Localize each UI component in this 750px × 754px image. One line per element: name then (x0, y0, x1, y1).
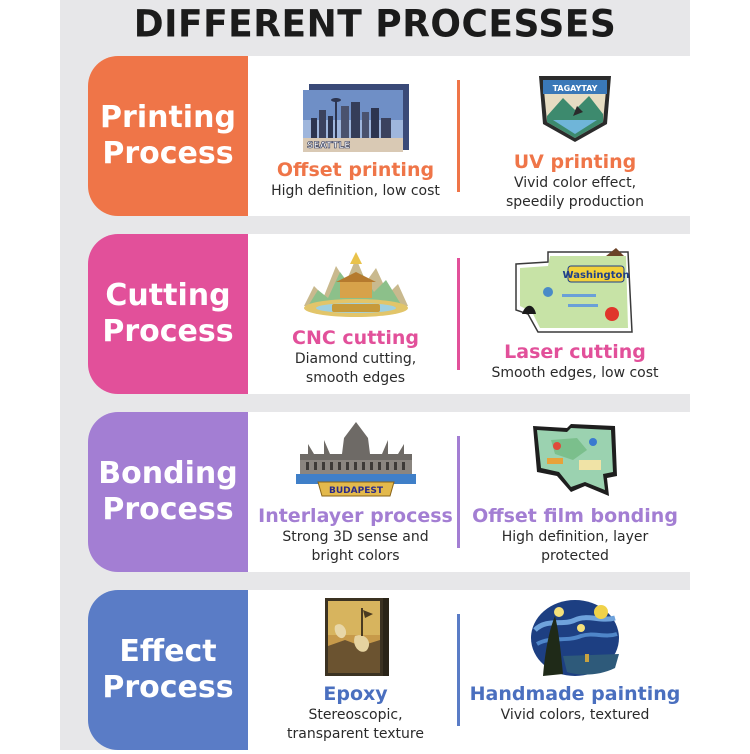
epoxy-desc-1: Stereoscopic, (308, 707, 403, 723)
temple-magnet-image (296, 238, 416, 322)
tab-label-line1: Bonding (98, 456, 238, 491)
uv-printing-desc-2: speedily production (506, 194, 644, 210)
effect-process-tab: Effect Process (88, 590, 248, 750)
tab-label-line2: Process (102, 670, 234, 705)
laser-cutting-label: Laser cutting (504, 341, 646, 363)
laser-cutting-desc-1: Smooth edges, low cost (491, 365, 659, 381)
offset-film-bonding-desc-1: High definition, layer (501, 529, 649, 545)
uv-printing-desc-1: Vivid color effect, (513, 175, 637, 191)
divider (457, 80, 460, 192)
bonding-process-row: Bonding Process BUDAPEST (88, 412, 690, 572)
tab-label-line2: Process (102, 136, 234, 171)
divider (457, 614, 460, 726)
starry-night-magnet-image (529, 594, 621, 678)
epoxy-desc-2: transparent texture (287, 726, 424, 742)
washington-magnet-text: Washington (563, 270, 630, 281)
offset-printing-desc-1: High definition, low cost (271, 183, 440, 199)
budapest-magnet-text: BUDAPEST (329, 486, 384, 496)
interlayer-process-item: BUDAPEST Interlayer process Strong 3D se… (253, 412, 458, 576)
uv-printing-item: TAGAYTAY UV printing Vivid color effect,… (461, 56, 689, 222)
cnc-cutting-label: CNC cutting (292, 327, 419, 349)
seattle-magnet-text: SEATTLE (307, 141, 350, 151)
state-map-magnet-image (527, 416, 623, 500)
offset-film-bonding-desc-2: protected (541, 548, 609, 564)
offset-film-bonding-label: Offset film bonding (472, 505, 678, 527)
painting-magnet-image (321, 594, 391, 678)
offset-printing-item: SEATTLE Offset printing High definition,… (253, 56, 458, 230)
tagaytay-magnet-image: TAGAYTAY (533, 62, 617, 146)
tab-label-line1: Cutting (105, 278, 231, 313)
laser-cutting-item: Washington Laser cutting Smooth edges, l… (461, 234, 689, 400)
card-background (248, 590, 690, 750)
tab-label-line1: Effect (119, 634, 217, 669)
interlayer-process-label: Interlayer process (258, 505, 453, 527)
cnc-cutting-desc-1: Diamond cutting, (294, 351, 417, 367)
tab-label-line2: Process (102, 492, 234, 527)
effect-process-row: Effect Process Epoxy Stereoscopic, (88, 590, 690, 750)
offset-film-bonding-item: Offset film bonding High definition, lay… (461, 412, 689, 576)
tab-label-line1: Printing (100, 100, 236, 135)
epoxy-label: Epoxy (323, 683, 388, 705)
cnc-cutting-item: CNC cutting Diamond cutting, smooth edge… (253, 234, 458, 398)
budapest-magnet-image: BUDAPEST (294, 416, 418, 500)
printing-process-row: Printing Process (88, 56, 690, 216)
handmade-painting-item: Handmade painting Vivid colors, textured (461, 590, 689, 754)
cnc-cutting-desc-2: smooth edges (305, 370, 406, 386)
seattle-magnet-image: SEATTLE (301, 70, 411, 154)
epoxy-item: Epoxy Stereoscopic, transparent texture (253, 590, 458, 754)
handmade-painting-label: Handmade painting (469, 683, 681, 705)
interlayer-process-desc-1: Strong 3D sense and (282, 529, 429, 545)
offset-printing-label: Offset printing (276, 159, 435, 181)
cutting-process-tab: Cutting Process (88, 234, 248, 394)
handmade-painting-desc-1: Vivid colors, textured (500, 707, 650, 723)
page-title: DIFFERENT PROCESSES (133, 2, 617, 47)
cutting-process-row: Cutting Process CNC cutting Diamond cutt… (88, 234, 690, 394)
tab-label-line2: Process (102, 314, 234, 349)
printing-process-tab: Printing Process (88, 56, 248, 216)
bonding-process-tab: Bonding Process (88, 412, 248, 572)
divider (457, 258, 460, 370)
interlayer-process-desc-2: bright colors (311, 548, 400, 564)
uv-printing-label: UV printing (513, 151, 637, 173)
divider (457, 436, 460, 548)
washington-map-magnet-image: Washington (508, 240, 642, 336)
tagaytay-magnet-text: TAGAYTAY (553, 84, 598, 93)
